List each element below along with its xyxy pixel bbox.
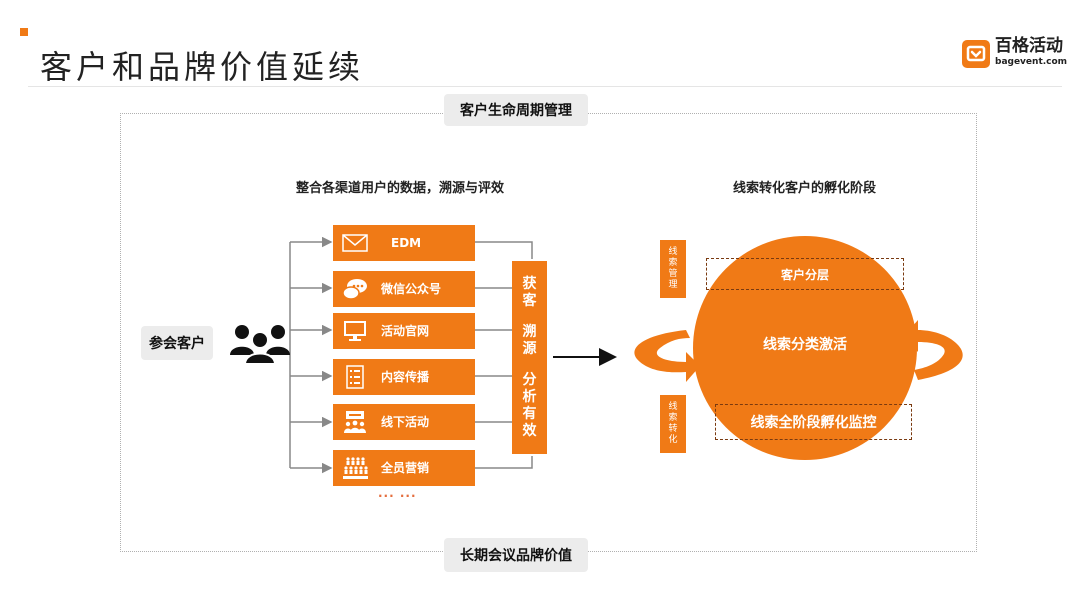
tag-char: 索: [668, 258, 678, 268]
envelope-icon: [342, 231, 368, 255]
panel-text-trace: 溯源: [522, 323, 537, 357]
panel-text-acquire: 获客: [522, 275, 537, 309]
lead-conversion-tag: 线 索 转 化: [660, 395, 686, 453]
incubation-circle: [693, 236, 917, 460]
tag-char: 转: [668, 424, 678, 434]
channel-label: 活动官网: [381, 324, 430, 338]
more-channels-ellipsis: ··· ···: [378, 489, 417, 503]
tag-char: 化: [668, 435, 678, 445]
channel-wechat: 微信公众号: [333, 271, 475, 307]
document-icon: [342, 365, 368, 389]
channel-edm: EDM: [333, 225, 475, 261]
channel-label: 内容传播: [381, 370, 430, 384]
channel-label: 线下活动: [381, 415, 430, 429]
channel-content: 内容传播: [333, 359, 475, 395]
tag-char: 理: [668, 280, 678, 290]
monitor-icon: [342, 319, 368, 343]
header-divider: [28, 86, 1062, 87]
page-title: 客户和品牌价值延续: [40, 48, 365, 87]
channel-label: 全员营销: [381, 461, 430, 475]
channel-label: 微信公众号: [381, 282, 442, 296]
lead-management-tag: 线 索 管 理: [660, 240, 686, 298]
logo-url: bagevent.com: [995, 57, 1068, 67]
audience-icon: [342, 410, 368, 434]
crowd-icon: [342, 456, 368, 480]
channel-all-staff: 全员营销: [333, 450, 475, 486]
incubation-heading: 线索转化客户的孵化阶段: [733, 181, 877, 196]
brand-value-label: 长期会议品牌价值: [444, 538, 588, 572]
customer-segmentation-box: 客户分层: [706, 258, 904, 290]
channels-heading: 整合各渠道用户的数据，溯源与评效: [296, 181, 505, 196]
participant-label: 参会客户: [141, 326, 213, 360]
lifecycle-label: 客户生命周期管理: [444, 94, 588, 126]
acquisition-panel: 获客 溯源 分析有效: [512, 261, 547, 454]
logo-name: 百格活动: [995, 36, 1063, 56]
tag-char: 线: [668, 402, 678, 412]
title-accent-mark: [20, 28, 28, 36]
tag-char: 索: [668, 413, 678, 423]
incubation-monitoring-box: 线索全阶段孵化监控: [715, 404, 912, 440]
chat-bubble-icon: [342, 277, 368, 301]
people-icon: [229, 322, 291, 365]
panel-text-analyze: 分析有效: [522, 371, 537, 439]
logo-heart-icon: [962, 40, 990, 68]
channel-offline: 线下活动: [333, 404, 475, 440]
lead-activation-label: 线索分类激活: [763, 337, 847, 353]
channel-label: EDM: [391, 236, 422, 250]
channel-website: 活动官网: [333, 313, 475, 349]
tag-char: 管: [668, 269, 678, 279]
tag-char: 线: [668, 247, 678, 257]
brand-logo: 百格活动 bagevent.com: [962, 36, 1067, 72]
